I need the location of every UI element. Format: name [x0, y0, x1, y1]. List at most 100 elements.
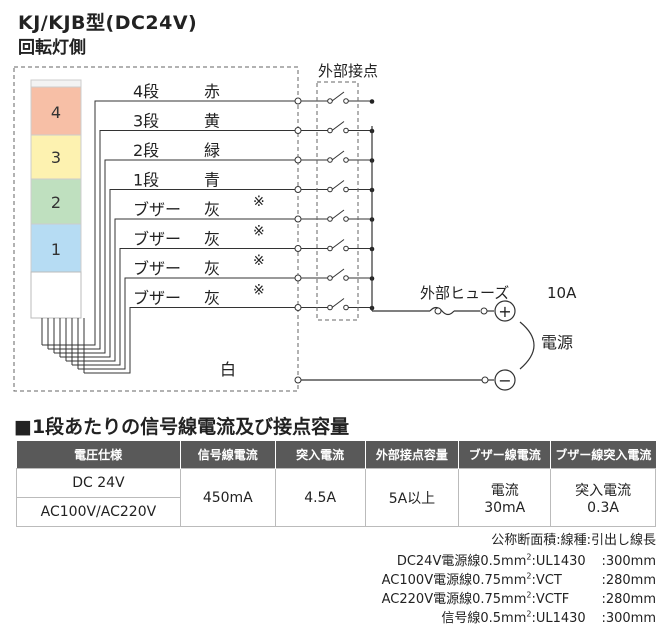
note-mark: ※ [253, 194, 265, 210]
fuse-rating: 10A [547, 284, 577, 302]
common-terminal [294, 376, 302, 384]
wire-name-label: 2段 [133, 141, 159, 160]
signal-wire [42, 100, 298, 346]
wire-color-label: 灰 [204, 259, 220, 278]
contact-pin [327, 275, 333, 281]
wire-color-label: 灰 [204, 289, 220, 308]
minus-lead-terminal [481, 376, 489, 384]
common-wire-label: 白 [220, 360, 236, 379]
plus-terminal-icon [494, 300, 516, 322]
wire-color-label: 緑 [204, 141, 220, 160]
wire-color-label: 青 [204, 171, 220, 190]
wire-color-label: 灰 [204, 230, 220, 249]
tier-4-lamp [30, 86, 82, 136]
wire-spec-unit-power: 2 [526, 571, 532, 581]
wire-name-label: 4段 [133, 82, 159, 101]
contact-switch-icon [331, 180, 345, 190]
tier-label: 3 [51, 148, 61, 167]
contact-pin [343, 98, 349, 104]
wire-terminal [294, 127, 302, 134]
power-label: 電源 [541, 333, 573, 352]
signal-wire [78, 277, 298, 370]
contact-pin [327, 157, 333, 163]
table-header: ブザー線突入電流 [550, 441, 656, 469]
bus-node [369, 99, 375, 104]
contact-pin [343, 157, 349, 163]
minus-terminal-icon [494, 369, 516, 391]
section-title: ■1段あたりの信号線電流及び接点容量 [14, 416, 350, 438]
wire-name-label: ブザー [133, 200, 181, 219]
tier-3-lamp [30, 134, 82, 180]
wire-spec-size: 電源線0.75mm [433, 573, 527, 588]
contact-pin [343, 186, 349, 193]
wire-spec-type: :VCTF [531, 592, 570, 607]
wire-terminal [294, 97, 302, 105]
signal-wire [66, 218, 298, 362]
wire-color-label: 灰 [204, 200, 220, 219]
wire-spec-length: :280mm [601, 592, 656, 607]
diagram-subtitle: 回転灯側 [18, 38, 86, 58]
wire-spec-row: DC24V電源線0.5mm2:UL1430:300mm [397, 550, 656, 569]
contact-switch-icon [331, 239, 345, 249]
tier-label: 1 [51, 240, 61, 259]
signal-wire [72, 248, 298, 366]
wire-terminal [294, 215, 302, 223]
tier-label: 2 [51, 193, 61, 212]
contact-pin [343, 245, 349, 252]
table-header: 電圧仕様 [16, 441, 181, 469]
contact-switch-icon [331, 298, 345, 308]
light-unit-outline [13, 66, 299, 392]
contact-switch-icon [331, 209, 345, 220]
wire-color-label: 赤 [204, 82, 220, 101]
contact-pin [343, 275, 349, 281]
plus-symbol: + [498, 302, 511, 321]
buzzer-current-label: 電流 [490, 482, 519, 499]
contact-pin [343, 127, 349, 134]
wire-spec-row: AC220V電源線0.75mm2:VCTF:280mm [382, 588, 656, 607]
signal-wire [60, 189, 298, 358]
wire-terminal [294, 304, 302, 311]
contact-pin [327, 98, 333, 104]
tier-2-lamp [30, 178, 82, 225]
inrush-current: 4.5A [274, 468, 366, 527]
wire-name-label: 3段 [133, 112, 159, 131]
external-contacts-label: 外部接点 [318, 62, 378, 80]
contact-switch-icon [331, 91, 345, 102]
contact-pin [343, 216, 349, 222]
wire-spec-type: :UL1430 [531, 611, 586, 626]
contact-pin [327, 304, 333, 311]
wire-name-label: ブザー [133, 289, 181, 308]
contact-pin [327, 186, 333, 193]
note-mark: ※ [253, 224, 265, 240]
contact-switch-icon [331, 150, 345, 161]
buzzer-unit [30, 271, 82, 319]
note-mark: ※ [253, 283, 265, 299]
wire-spec-type: :UL1430 [531, 554, 586, 569]
note-mark: ※ [253, 253, 265, 269]
minus-symbol: − [498, 371, 511, 390]
notes-header: 公称断面積:線種:引出し線長 [491, 533, 656, 548]
light-cap [30, 79, 82, 88]
signal-wire [54, 159, 298, 354]
wire-color-label: 黄 [204, 112, 220, 131]
wire-name-label: 1段 [133, 171, 159, 190]
wire-spec-length: :300mm [601, 554, 656, 569]
power-bracket [519, 321, 535, 370]
contact-pin [343, 304, 349, 311]
wire-spec-unit-power: 2 [526, 590, 532, 600]
wire-name-label: ブザー [133, 259, 181, 278]
fuse-label: 外部ヒューズ [420, 284, 509, 302]
wire-spec-type: :VCT [531, 573, 562, 588]
fuse-terminal [480, 307, 488, 315]
tier-label: 4 [51, 103, 61, 122]
wire-spec-unit-power: 2 [526, 552, 532, 562]
buzzer-inrush: 突入電流 0.3A [550, 468, 656, 527]
wire-spec-size: 電源線0.75mm [433, 592, 527, 607]
buzzer-inrush-value: 0.3A [587, 499, 619, 516]
signal-wire [84, 307, 298, 374]
table-header: 外部接点容量 [365, 441, 460, 469]
wire-spec-size: 信号線0.5mm [441, 611, 527, 626]
wire-spec-row: AC100V電源線0.75mm2:VCT:280mm [382, 569, 656, 588]
contact-switch-icon [331, 121, 345, 131]
diagram-title: KJ/KJB型(DC24V) [18, 12, 198, 34]
